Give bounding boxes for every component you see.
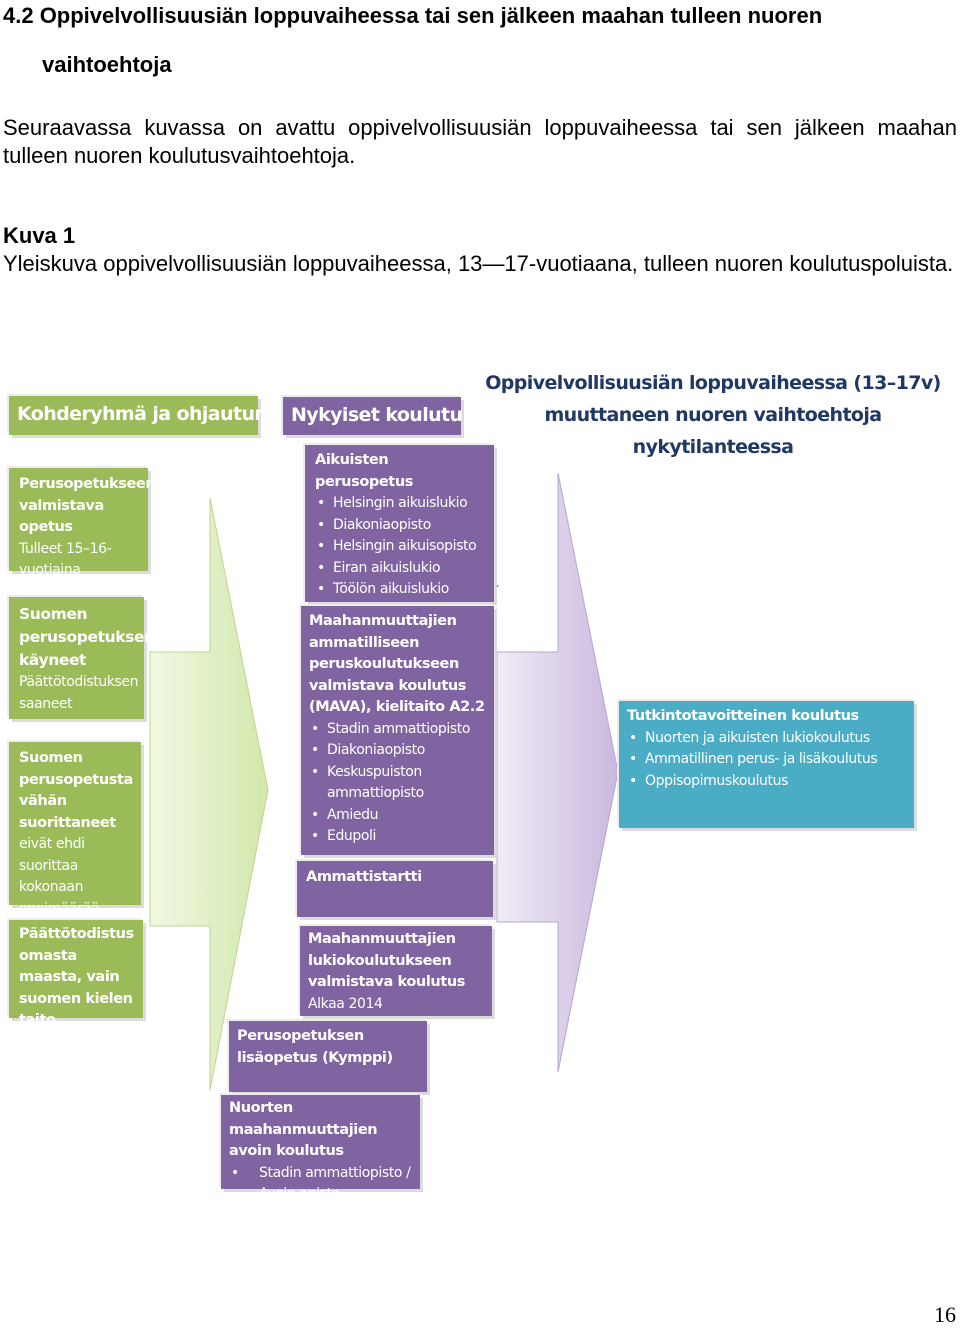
list-item: Helsingin aikuisopisto bbox=[315, 536, 484, 558]
box-title: Ammattistartti bbox=[306, 869, 422, 885]
page-number: 16 bbox=[934, 1302, 956, 1327]
target-group-finnish-partial: Suomen perusopetusta vähän suorittaneet … bbox=[9, 742, 141, 917]
box-title: Nuorten maahanmuuttajien avoin koulutus bbox=[229, 1100, 378, 1159]
target-group-title: Suomen perusopetusta vähän suorittaneet bbox=[19, 750, 133, 831]
box-degree-education: Tutkintotavoitteinen koulutus Nuorten ja… bbox=[619, 701, 914, 828]
section-heading-continued: vaihtoehtoja bbox=[42, 52, 172, 77]
box-subtitle: Alkaa 2014 bbox=[308, 995, 383, 1012]
target-group-preparatory: Perusopetukseen valmistava opetus Tullee… bbox=[9, 468, 156, 578]
diagram-title: Oppivelvollisuusiän loppuvaiheessa (13–1… bbox=[478, 367, 948, 463]
box-mava: Maahanmuuttajien ammatilliseen peruskoul… bbox=[301, 606, 494, 855]
header-target-groups: Kohderyhmä ja ohjautuminen bbox=[9, 396, 318, 435]
target-group-subtitle: Päättötodistuksen saaneet bbox=[19, 674, 139, 712]
list-item: Keskuspuiston ammattiopisto bbox=[309, 762, 486, 805]
diagram-title-line1: Oppivelvollisuusiän loppuvaiheessa (13–1… bbox=[485, 372, 941, 394]
header-current-education: Nykyiset koulutukset bbox=[283, 397, 507, 435]
list-item: Helsingin aikuislukio bbox=[315, 493, 484, 515]
list-item: Stadin ammattiopisto bbox=[309, 719, 486, 741]
figure-label: Kuva 1 bbox=[3, 223, 76, 248]
diagram-title-line2: muuttaneen nuoren vaihtoehtoja nykytilan… bbox=[544, 404, 882, 458]
list-item: Töölön aikuislukio bbox=[315, 579, 484, 601]
box-title: Maahanmuuttajien lukiokoulutukseen valmi… bbox=[308, 931, 466, 990]
large-purple-arrow bbox=[496, 472, 619, 1073]
target-group-title: Päättötodistus omasta maasta, vain suome… bbox=[19, 926, 134, 1050]
list-item: Diakoniaopisto bbox=[315, 515, 484, 537]
list-item: Eiran aikuislukio bbox=[315, 558, 484, 580]
list-item: Oppisopimuskoulutus bbox=[627, 771, 906, 793]
box-title: Perusopetuksen lisäopetus (Kymppi) bbox=[237, 1028, 393, 1066]
target-group-title: Suomen perusopetuksen käyneet bbox=[19, 605, 155, 669]
box-title: Tutkintotavoitteinen koulutus bbox=[627, 708, 859, 724]
intro-paragraph: Seuraavassa kuvassa on avattu oppivelvol… bbox=[3, 115, 957, 168]
list-item: Stadin ammattiopisto / Avoin opisto bbox=[229, 1163, 412, 1206]
box-lukio-preparatory: Maahanmuuttajien lukiokoulutukseen valmi… bbox=[300, 926, 492, 1016]
box-ammattistartti: Ammattistartti bbox=[297, 861, 493, 917]
school-list: Helsingin aikuislukio Diakoniaopisto Hel… bbox=[315, 493, 484, 601]
list-item: Diakoniaopisto bbox=[309, 740, 486, 762]
box-title: Maahanmuuttajien ammatilliseen peruskoul… bbox=[309, 613, 485, 715]
section-heading: 4.2 Oppivelvollisuusiän loppuvaiheessa t… bbox=[3, 3, 823, 28]
target-group-foreign-certificate: Päättötodistus omasta maasta, vain suome… bbox=[9, 920, 143, 1050]
box-kymppi: Perusopetuksen lisäopetus (Kymppi) bbox=[229, 1021, 427, 1092]
target-group-subtitle: eivät ehdi suorittaa kokonaan oppimäärää bbox=[19, 836, 99, 917]
target-group-title: Perusopetukseen valmistava opetus bbox=[19, 476, 156, 535]
school-list: Nuorten ja aikuisten lukiokoulutus Ammat… bbox=[627, 728, 906, 793]
school-list: Stadin ammattiopisto Diakoniaopisto Kesk… bbox=[309, 719, 486, 848]
figure-caption: Yleiskuva oppivelvollisuusiän loppuvaihe… bbox=[3, 251, 954, 276]
school-list: Stadin ammattiopisto / Avoin opisto bbox=[229, 1163, 412, 1206]
list-item: Edupoli bbox=[309, 826, 486, 848]
target-group-finnish-completed: Suomen perusopetuksen käyneet Päättötodi… bbox=[9, 597, 155, 719]
list-item: Nuorten ja aikuisten lukiokoulutus bbox=[627, 728, 906, 750]
box-open-education: Nuorten maahanmuuttajien avoin koulutus … bbox=[221, 1095, 420, 1202]
green-arrow bbox=[149, 497, 269, 1091]
list-item: Amiedu bbox=[309, 805, 486, 827]
target-group-subtitle: Tulleet 15–16-vuotiaina bbox=[19, 540, 112, 579]
box-adult-basic-education: Aikuisten perusopetus Helsingin aikuislu… bbox=[305, 445, 494, 602]
box-title: Aikuisten perusopetus bbox=[315, 452, 413, 490]
list-item: Ammatillinen perus- ja lisäkoulutus bbox=[627, 749, 906, 771]
